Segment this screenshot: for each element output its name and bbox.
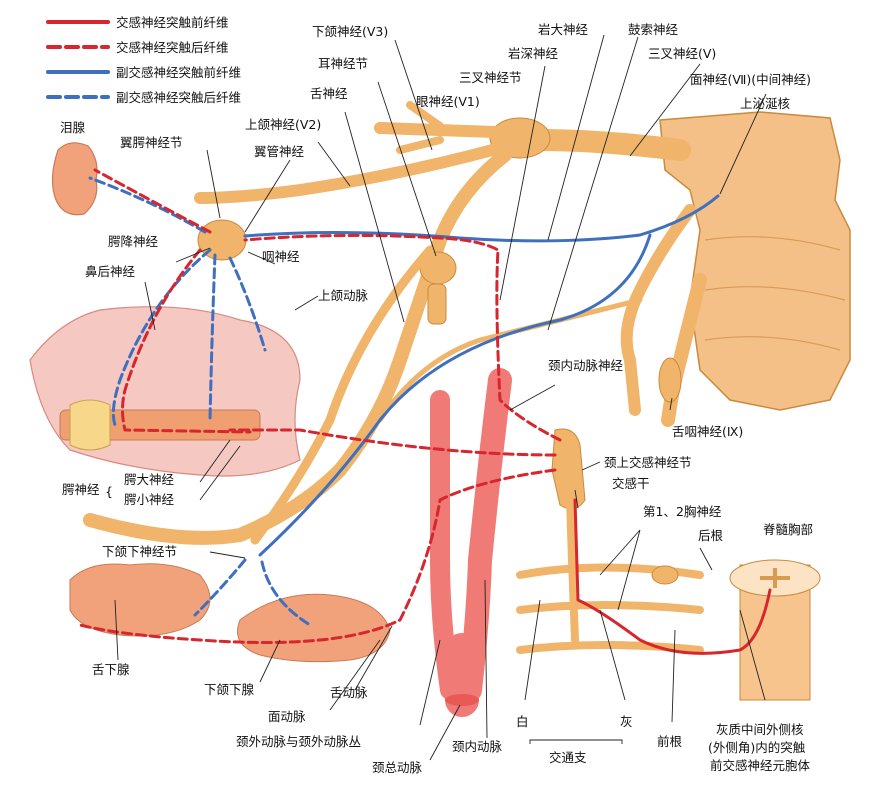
facial-nerve <box>620 204 696 416</box>
maxillary-nerve <box>194 142 506 204</box>
dorsal-root-ganglion <box>651 565 679 585</box>
parasympathetic-post-fiber <box>260 560 312 627</box>
label-submandibular-gland: 下颌下腺 <box>204 682 255 697</box>
label-sublingual-gland: 舌下腺 <box>92 662 130 677</box>
chorda-tympani <box>377 297 643 423</box>
label-external-carotid: 颈外动脉与颈外动脉丛 <box>236 734 361 749</box>
brainstem-groove <box>704 236 846 351</box>
superior-cervical-ganglion <box>551 428 586 510</box>
label-glossopharyngeal-nerve: 舌咽神经(Ⅸ) <box>672 424 743 439</box>
label-internal-carotid-nerve-1: 颈内动脉神经 <box>548 358 624 373</box>
label-intermediolateral-nucleus-2: (外侧角)内的突触 <box>708 740 806 755</box>
label-lacrimal-gland: 泪腺 <box>60 120 86 135</box>
label-lingual-artery: 舌动脉 <box>330 685 368 700</box>
anatomy <box>29 101 851 717</box>
ophthalmic-branch <box>396 101 444 154</box>
legend-item-parasympathetic-post: 副交感神经突触后纤维 <box>46 90 241 105</box>
sympathetic-post-fiber <box>121 248 252 434</box>
label-lesser-palatine-nerve: 腭小神经 <box>124 492 175 507</box>
sublingual-gland <box>69 563 211 637</box>
label-sympathetic-trunk: 交感干 <box>612 476 650 491</box>
parasympathetic-post-fiber <box>88 176 207 234</box>
legend-label: 交感神经突触前纤维 <box>116 15 229 30</box>
parasympathetic-post-fiber <box>193 558 247 617</box>
label-greater-petrosal-nerve: 岩大神经 <box>538 22 589 37</box>
label-trigeminal-nerve: 三叉神经(Ⅴ) <box>648 46 716 61</box>
parasympathetic-post-fiber <box>208 253 217 422</box>
label-maxillary-nerve: 上颌神经(Ⅴ2) <box>245 117 321 132</box>
label-maxillary-artery: 上颌动脉 <box>318 288 369 303</box>
label-gray-ramus: 灰 <box>620 714 633 729</box>
label-common-carotid: 颈总动脉 <box>372 760 423 775</box>
label-deep-petrosal-nerve: 岩深神经 <box>508 46 559 61</box>
legend-item-sympathetic-post: 交感神经突触后纤维 <box>46 40 229 55</box>
label-superior-salivatory-nucleus: 上泌涎核 <box>740 96 791 111</box>
label-pharyngeal-nerve: 咽神经 <box>262 249 300 264</box>
legend-label: 副交感神经突触前纤维 <box>116 65 241 80</box>
parasympathetic-pre-fiber <box>258 233 652 557</box>
sympathetic-post-fiber <box>78 468 557 644</box>
label-submandibular-ganglion: 下颌下神经节 <box>102 544 177 559</box>
label-white-ramus: 白 <box>516 714 529 729</box>
label-thoracic-spinal-cord: 脊髓胸部 <box>763 522 813 537</box>
sympathetic-post-fiber <box>228 428 557 457</box>
sympathetic-post-fiber <box>243 233 562 442</box>
label-palatine-nerves: 腭神经 <box>62 482 100 497</box>
parasympathetic-pre-fiber <box>243 194 720 243</box>
label-ventral-root: 前根 <box>657 734 683 749</box>
label-dorsal-root: 后根 <box>698 528 724 543</box>
label-thoracic-nerves: 第1、2胸神经 <box>643 504 722 519</box>
legend-item-sympathetic-pre: 交感神经突触前纤维 <box>46 15 229 30</box>
legend-item-parasympathetic-pre: 副交感神经突触前纤维 <box>46 65 241 80</box>
label-intermediolateral-nucleus-3: 前交感神经元胞体 <box>710 758 811 773</box>
trigeminal-root <box>529 129 691 161</box>
lingual-nerve <box>250 245 435 545</box>
tooth <box>69 399 111 451</box>
gray-matter <box>760 568 790 588</box>
ophthalmic-nerve <box>374 122 501 138</box>
label-descending-palatine-nerve: 腭降神经 <box>108 234 159 249</box>
leader-lines <box>114 34 767 761</box>
fiber-pathways <box>78 168 772 655</box>
label-facial-nerve: 面神经(Ⅶ)(中间神经) <box>690 72 811 87</box>
common-carotid-lumen <box>445 694 479 706</box>
sympathetic-trunk <box>566 496 579 644</box>
external-carotid-artery <box>429 390 460 700</box>
palatine-brace: { <box>105 484 113 499</box>
labels: 下颌神经(Ⅴ3) 耳神经节 舌神经 上颌神经(Ⅴ2) 翼管神经 翼腭神经节 泪腺… <box>60 22 813 775</box>
legend-label: 副交感神经突触后纤维 <box>116 90 241 105</box>
sympathetic-post-fiber <box>93 168 212 234</box>
label-trigeminal-ganglion: 三叉神经节 <box>459 70 522 85</box>
label-greater-palatine-nerve: 腭大神经 <box>124 472 175 487</box>
label-rami-communicantes: 交通支 <box>549 750 587 765</box>
parasympathetic-post-fiber <box>111 248 212 427</box>
label-facial-artery: 面动脉 <box>268 709 306 724</box>
parasympathetic-post-fiber <box>228 256 267 352</box>
label-lingual-nerve: 舌神经 <box>310 86 348 101</box>
glossopharyngeal-ganglion <box>658 357 682 403</box>
submandibular-gland <box>237 593 391 663</box>
label-otic-ganglion: 耳神经节 <box>318 56 368 71</box>
label-mandibular-nerve: 下颌神经(Ⅴ3) <box>312 24 388 39</box>
label-internal-carotid-artery: 颈内动脉 <box>452 739 503 754</box>
label-posterior-nasal-nerve: 鼻后神经 <box>85 264 136 279</box>
otic-stalk <box>427 283 447 325</box>
label-pterygoid-canal-nerve: 翼管神经 <box>254 144 305 159</box>
label-pterygopalatine-ganglion: 翼腭神经节 <box>120 135 183 150</box>
label-superior-cervical-ganglion: 颈上交感神经节 <box>604 455 692 470</box>
legend-label: 交感神经突触后纤维 <box>116 40 229 55</box>
lacrimal-gland <box>51 142 98 216</box>
label-chorda-tympani: 鼓索神经 <box>628 22 679 37</box>
label-intermediolateral-nucleus-1: 灰质中间外侧核 <box>716 722 804 737</box>
label-ophthalmic-nerve: 眼神经(Ⅴ1) <box>416 94 480 109</box>
legend: 交感神经突触前纤维 交感神经突触后纤维 副交感神经突触前纤维 副交感神经突触后纤… <box>46 15 241 105</box>
